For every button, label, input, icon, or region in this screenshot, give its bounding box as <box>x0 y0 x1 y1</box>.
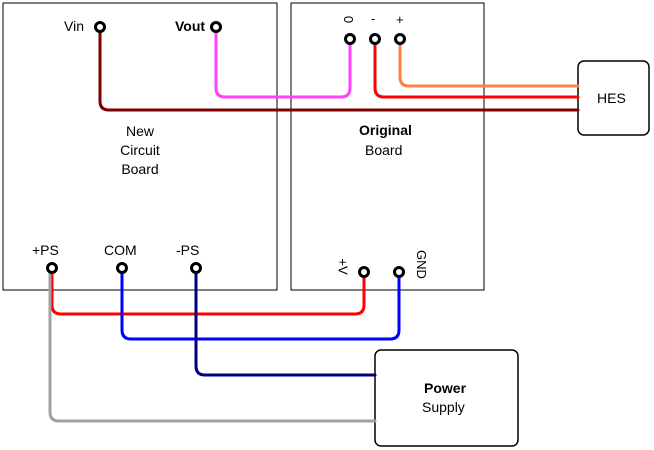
wire-minus-ps-to-supply <box>194 266 377 377</box>
original-board-block <box>290 2 485 291</box>
pin-label-vin: Vin <box>64 18 84 34</box>
terminal-vout <box>210 21 222 33</box>
power-supply-subtitle: Supply <box>422 399 465 415</box>
new-circuit-board-title: New Circuit Board <box>105 122 175 179</box>
new-board-title-line-2: Circuit <box>120 142 160 158</box>
wire-vout-to-original-zero <box>214 25 352 99</box>
wire-vin-to-hes <box>98 25 580 112</box>
new-circuit-board-block <box>2 2 278 291</box>
wire-supply-return-to-plus-ps <box>48 266 377 423</box>
terminal-original-zero <box>344 33 356 45</box>
wire-minus-to-hes <box>373 37 580 99</box>
power-supply-title: Power <box>424 380 467 396</box>
pin-label-zero: 0 <box>341 15 357 24</box>
pin-label-vout: Vout <box>175 18 206 34</box>
pin-label-gnd: GND <box>413 250 429 279</box>
power-supply-block <box>374 349 519 447</box>
terminal-original-plus <box>394 33 406 45</box>
new-board-title-line-1: New <box>125 123 154 139</box>
terminal-minus-ps <box>190 262 202 274</box>
terminal-plus-v <box>358 266 370 278</box>
hes-title: HES <box>597 90 626 106</box>
terminal-com <box>116 262 128 274</box>
pin-label-plus: + <box>396 12 404 27</box>
pin-label-com: COM <box>104 242 137 258</box>
wire-com-to-gnd <box>120 266 401 341</box>
terminal-vin <box>94 21 106 33</box>
terminal-gnd <box>393 266 405 278</box>
pin-label-minus-ps: -PS <box>176 242 200 258</box>
original-board-title: Original <box>359 122 412 138</box>
terminal-plus-ps <box>46 262 58 274</box>
wire-plus-ps-to-plus-v <box>50 266 366 316</box>
terminal-original-minus <box>369 33 381 45</box>
pin-label-plus-ps: +PS <box>32 242 59 258</box>
pin-label-minus: - <box>371 11 376 26</box>
original-board-subtitle: Board <box>365 142 403 158</box>
new-board-title-line-3: Board <box>121 161 159 177</box>
wire-plus-to-hes <box>398 37 580 88</box>
pin-label-plus-v: +V <box>335 258 351 275</box>
